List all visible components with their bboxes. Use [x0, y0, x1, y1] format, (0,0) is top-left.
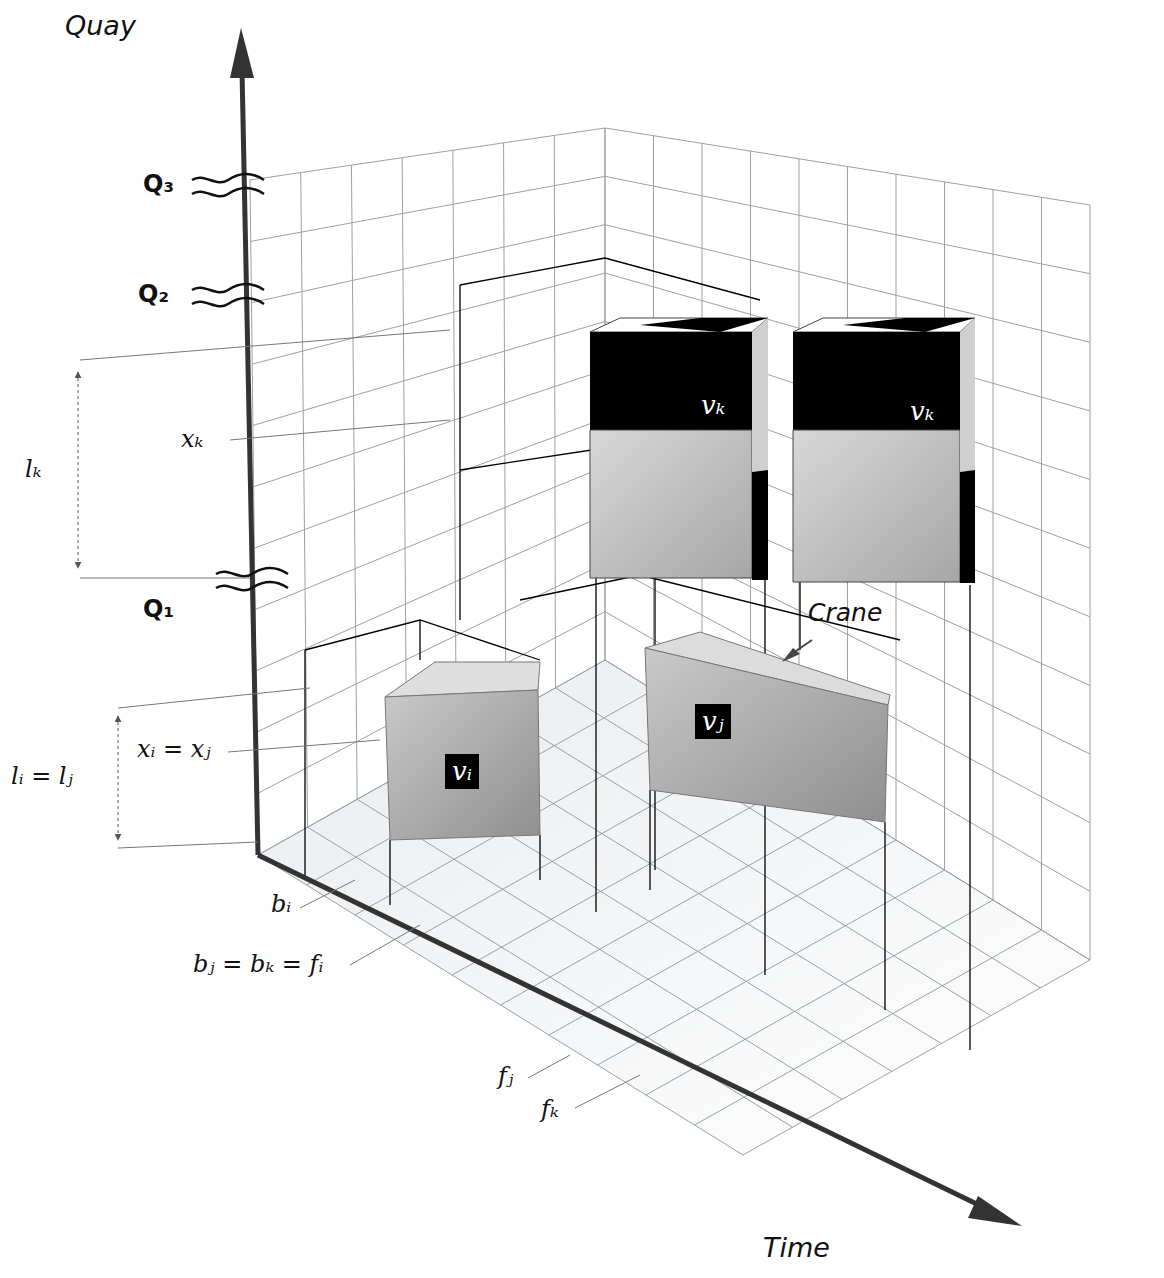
axis: [230, 28, 1022, 1226]
grid-line: [253, 321, 605, 425]
grid-line: [254, 418, 605, 548]
break-mark: [192, 174, 288, 590]
grid-line: [402, 158, 407, 772]
grid-line: [301, 173, 308, 828]
grid: [250, 128, 1090, 1155]
vessel-box: [590, 318, 975, 583]
vessel-label: vⱼ: [695, 704, 731, 739]
grid-line: [598, 870, 945, 1065]
quay-section: Q₃: [140, 170, 177, 198]
grid-line: [251, 176, 605, 241]
grid-line: [254, 370, 605, 487]
vessel-box: vᵢ: [385, 662, 540, 840]
grid-line: [743, 960, 1090, 1155]
grid-line: [258, 660, 605, 855]
time-mark: fₖ: [538, 1095, 562, 1123]
grid-line: [1041, 197, 1042, 930]
grid-line: [993, 190, 994, 900]
vessel-label: vₖ: [903, 394, 941, 429]
quay-section: Q₁: [140, 595, 177, 623]
grid-line: [1090, 205, 1091, 960]
grid-line: [351, 165, 357, 799]
grid-line: [605, 225, 1090, 343]
grid-line: [605, 563, 1090, 822]
dimension: lᵢ = lⱼ: [8, 762, 76, 790]
position: xᵢ = xⱼ: [134, 735, 214, 763]
leader-line: [78, 330, 640, 1108]
axis-label: Time: [760, 1232, 833, 1264]
grid-line: [501, 810, 848, 1005]
vessel-box: [385, 632, 890, 840]
grid-line: [549, 840, 896, 1035]
vessel-box: vⱼ: [645, 632, 890, 822]
position: xₖ: [178, 425, 206, 453]
grid-line: [695, 930, 1042, 1125]
grid-line: [307, 690, 654, 885]
wireframe: [305, 258, 970, 1050]
grid-line: [605, 128, 1090, 205]
vessel-label: vᵢ: [445, 754, 479, 789]
axis-label: Quay: [62, 10, 139, 42]
quay-section: Q₂: [135, 280, 172, 308]
grid-line: [250, 128, 605, 180]
grid-line: [554, 135, 555, 687]
grid-line: [453, 150, 456, 743]
dimension: lₖ: [22, 455, 44, 483]
time-mark: fⱼ: [495, 1062, 516, 1090]
grid-line: [251, 225, 605, 303]
grid-line: [504, 143, 506, 716]
time-mark: bⱼ = bₖ = fᵢ: [190, 950, 326, 978]
grid-line: [605, 176, 1090, 273]
crane-label: Crane: [805, 598, 885, 628]
grid-line: [646, 900, 993, 1095]
vessel-box: vₖ: [590, 318, 768, 580]
grid-line: [252, 273, 605, 364]
time-mark: bᵢ: [268, 890, 294, 918]
vessel-box: vₖ: [793, 318, 975, 583]
grid-line: [605, 612, 1090, 892]
vessel-label: vₖ: [694, 388, 732, 423]
crane-pointer: [782, 640, 812, 662]
grid-line: [258, 660, 605, 855]
